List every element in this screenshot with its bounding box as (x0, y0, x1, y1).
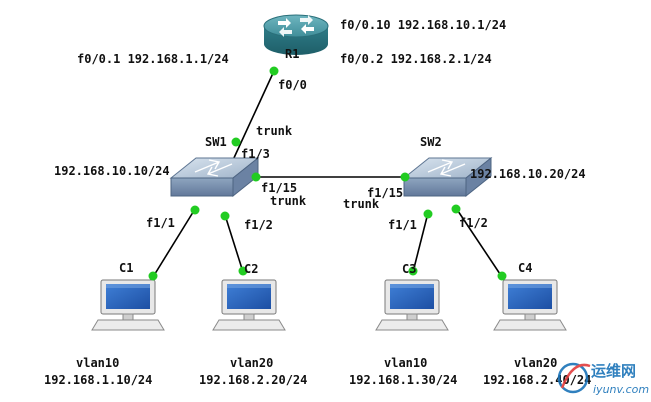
host-c1[interactable] (91, 279, 165, 331)
link-sw2-c3 (412, 212, 429, 273)
sw1-ip: 192.168.10.10/24 (54, 164, 170, 178)
switch-arrows-icon (194, 159, 233, 177)
port-dots (148, 66, 507, 281)
port-dot-sw2-f11 (423, 209, 433, 219)
router-uplink-port: f0/0 (278, 78, 307, 92)
link-sw1-c1 (152, 208, 196, 278)
host-c4[interactable] (493, 279, 567, 331)
watermark: 运维网 iyunv.com (557, 362, 649, 396)
router-sub-if-2: f0/0.2 192.168.2.1/24 (340, 52, 492, 66)
link-sw2-c4 (455, 207, 503, 278)
host-c4-name: C4 (518, 261, 532, 275)
router-arrows-icon (278, 15, 314, 37)
sw2-port-sw1: f1/15 (367, 186, 403, 200)
host-c3-ip: 192.168.1.30/24 (349, 373, 457, 387)
sw2-port-c3: f1/1 (388, 218, 417, 232)
sw2-name: SW2 (420, 135, 442, 149)
sw1-port-sw2: f1/15 (261, 181, 297, 195)
sw2-ip: 192.168.10.20/24 (470, 167, 586, 181)
watermark-en: iyunv.com (593, 383, 649, 396)
host-c3-name: C3 (402, 262, 416, 276)
router-sub-if-1: f0/0.1 192.168.1.1/24 (77, 52, 229, 66)
port-dot-sw1-f13 (231, 137, 241, 147)
router-r1-label: R1 (285, 47, 299, 61)
link-sw1-c2 (224, 214, 244, 273)
link-r1-sw1 (232, 70, 275, 161)
host-c4-ip: 192.168.2.40/24 (483, 373, 591, 387)
sw1-port-c2: f1/2 (244, 218, 273, 232)
sw1-trunk2-label: trunk (270, 194, 307, 208)
links (152, 70, 503, 278)
port-dot-sw1-f115 (251, 172, 261, 182)
sw1-trunk-label: trunk (256, 124, 293, 138)
router-sub-if-10: f0/0.10 192.168.10.1/24 (340, 18, 506, 32)
host-c2-ip: 192.168.2.20/24 (199, 373, 307, 387)
host-c1-name: C1 (119, 261, 133, 275)
switch-sw1[interactable] (169, 156, 260, 198)
host-c1-ip: 192.168.1.10/24 (44, 373, 152, 387)
port-dot-c4 (497, 271, 507, 281)
port-dot-sw1-f11 (190, 205, 200, 215)
port-dot-r1-f00 (269, 66, 279, 76)
port-dot-c2 (238, 266, 248, 276)
port-dot-c3 (408, 266, 418, 276)
watermark-cn: 运维网 (591, 362, 636, 380)
host-c3[interactable] (375, 279, 449, 331)
host-c3-vlan: vlan10 (384, 356, 427, 370)
port-dot-c1 (148, 271, 158, 281)
port-dot-sw1-f12 (220, 211, 230, 221)
host-c2-name: C2 (244, 262, 258, 276)
sw2-trunk-label: trunk (343, 197, 380, 211)
host-c1-vlan: vlan10 (76, 356, 119, 370)
watermark-logo-icon (557, 362, 591, 394)
switch-arrows-icon (427, 159, 466, 177)
router-r1[interactable] (263, 14, 329, 55)
sw2-port-c4: f1/2 (459, 216, 488, 230)
host-c2[interactable] (212, 279, 286, 331)
switch-sw2[interactable] (402, 156, 493, 198)
host-c4-vlan: vlan20 (514, 356, 557, 370)
port-dot-sw2-f115 (400, 172, 410, 182)
sw1-name: SW1 (205, 135, 227, 149)
sw1-port-c1: f1/1 (146, 216, 175, 230)
host-c2-vlan: vlan20 (230, 356, 273, 370)
port-dot-sw2-f12 (451, 204, 461, 214)
sw1-port-router: f1/3 (241, 147, 270, 161)
